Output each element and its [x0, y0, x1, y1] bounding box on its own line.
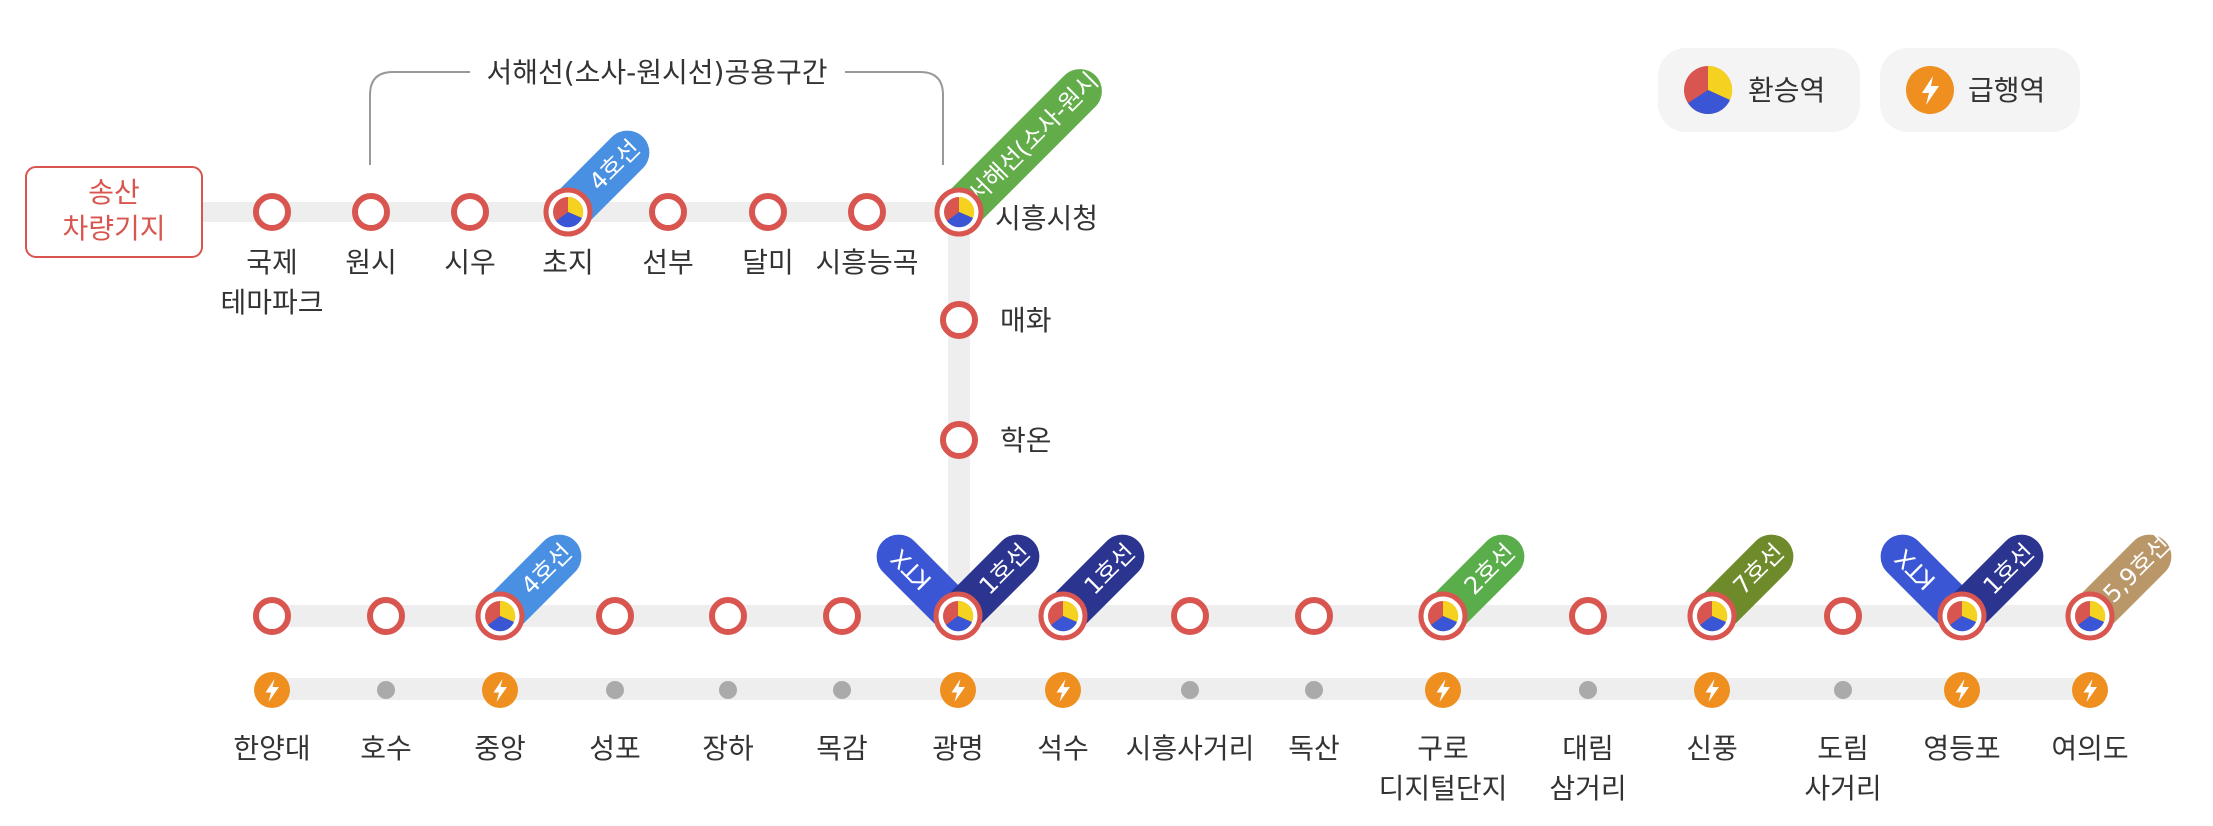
legend-express-label: 급행역 [1968, 74, 2045, 107]
transfer-icon [1684, 65, 1733, 115]
station-목감[interactable] [823, 597, 861, 635]
station-label: 성포 [589, 732, 641, 765]
station-label: 한양대 [233, 732, 310, 765]
station-국제[interactable] [253, 193, 291, 231]
express-stop-icon [254, 672, 290, 708]
station-원시[interactable] [352, 193, 390, 231]
station-label: 호수 [360, 732, 412, 765]
local-stop-dot [1305, 681, 1323, 699]
station-달미[interactable] [749, 193, 787, 231]
seohae-badge-label: 서해선(소사-원시) [962, 60, 1110, 208]
station-매화[interactable] [940, 301, 978, 339]
station-선부[interactable] [649, 193, 687, 231]
depot-box: 송산 차량기지 [25, 166, 203, 258]
station-한양대[interactable] [253, 597, 291, 635]
express-stop-icon [2072, 672, 2108, 708]
station-label: 여의도 [2051, 732, 2128, 765]
local-stop-dot [606, 681, 624, 699]
station-label: 시흥사거리 [1126, 732, 1255, 765]
station-여의도[interactable] [2065, 591, 2115, 641]
station-label: 사거리 [1804, 772, 1881, 805]
depot-label-line1: 송산 [88, 176, 140, 209]
station-구로[interactable] [1418, 591, 1468, 641]
express-stop-icon [1694, 672, 1730, 708]
station-중앙[interactable] [475, 591, 525, 641]
station-시흥시청[interactable] [934, 187, 984, 237]
express-stop-icon [1944, 672, 1980, 708]
station-label: 학온 [1000, 424, 1052, 457]
station-label: 시흥시청 [995, 202, 1098, 235]
express-track [260, 678, 2100, 700]
transfer-icon [1428, 600, 1459, 632]
station-label: 대림 [1562, 732, 1614, 765]
station-label: 매화 [1000, 304, 1052, 337]
station-label: 독산 [1288, 732, 1340, 765]
station-label: 영등포 [1923, 732, 2000, 765]
station-label: 장하 [702, 732, 754, 765]
transfer-icon [1947, 600, 1978, 632]
transfer-icon [2075, 600, 2106, 632]
legend-transfer-label: 환승역 [1748, 74, 1825, 107]
station-label: 시우 [444, 246, 496, 279]
station-label: 목감 [816, 732, 868, 765]
station-label: 원시 [345, 246, 397, 279]
station-label: 선부 [642, 246, 694, 279]
station-호수[interactable] [367, 597, 405, 635]
station-장하[interactable] [709, 597, 747, 635]
shared-section-bracket: 서해선(소사-원시선)공용구간 [369, 56, 944, 165]
vertical-track [948, 212, 970, 617]
station-시우[interactable] [451, 193, 489, 231]
station-label: 신풍 [1686, 732, 1738, 765]
stations [253, 187, 2115, 708]
lightning-icon [1906, 66, 1954, 114]
transfer-icon [1048, 600, 1079, 632]
shared-section-label: 서해선(소사-원시선)공용구간 [486, 56, 827, 89]
station-시흥사거리[interactable] [1171, 597, 1209, 635]
local-stop-dot [377, 681, 395, 699]
station-영등포[interactable] [1937, 591, 1987, 641]
station-광명[interactable] [933, 591, 983, 641]
station-성포[interactable] [596, 597, 634, 635]
local-stop-dot [719, 681, 737, 699]
station-label: 중앙 [474, 732, 526, 765]
station-label: 시흥능곡 [815, 246, 918, 279]
depot-label-line2: 차량기지 [62, 212, 165, 245]
local-stop-dot [1579, 681, 1597, 699]
station-label: 디지털단지 [1379, 772, 1508, 805]
legend: 환승역 급행역 [1658, 48, 2080, 132]
station-석수[interactable] [1038, 591, 1088, 641]
station-label: 삼거리 [1549, 772, 1626, 805]
transfer-icon [943, 600, 974, 632]
express-stop-icon [1425, 672, 1461, 708]
station-신풍[interactable] [1687, 591, 1737, 641]
transfer-icon [1697, 600, 1728, 632]
station-시흥능곡[interactable] [848, 193, 886, 231]
express-stop-icon [940, 672, 976, 708]
station-label: 초지 [542, 246, 594, 279]
station-초지[interactable] [543, 187, 593, 237]
transfer-icon [944, 196, 975, 228]
station-대림[interactable] [1569, 597, 1607, 635]
station-label: 광명 [932, 732, 984, 765]
local-stop-dot [1181, 681, 1199, 699]
transfer-icon [553, 196, 584, 228]
station-학온[interactable] [940, 421, 978, 459]
station-label: 도림 [1817, 732, 1869, 765]
station-독산[interactable] [1295, 597, 1333, 635]
station-label: 국제 [246, 246, 298, 279]
express-stop-icon [482, 672, 518, 708]
local-stop-dot [1834, 681, 1852, 699]
station-label: 구로 [1417, 732, 1469, 765]
express-stop-icon [1045, 672, 1081, 708]
station-label: 석수 [1037, 732, 1089, 765]
station-label: 달미 [742, 246, 794, 279]
station-도림[interactable] [1824, 597, 1862, 635]
local-stop-dot [833, 681, 851, 699]
station-label: 테마파크 [220, 286, 323, 319]
transfer-icon [485, 600, 516, 632]
